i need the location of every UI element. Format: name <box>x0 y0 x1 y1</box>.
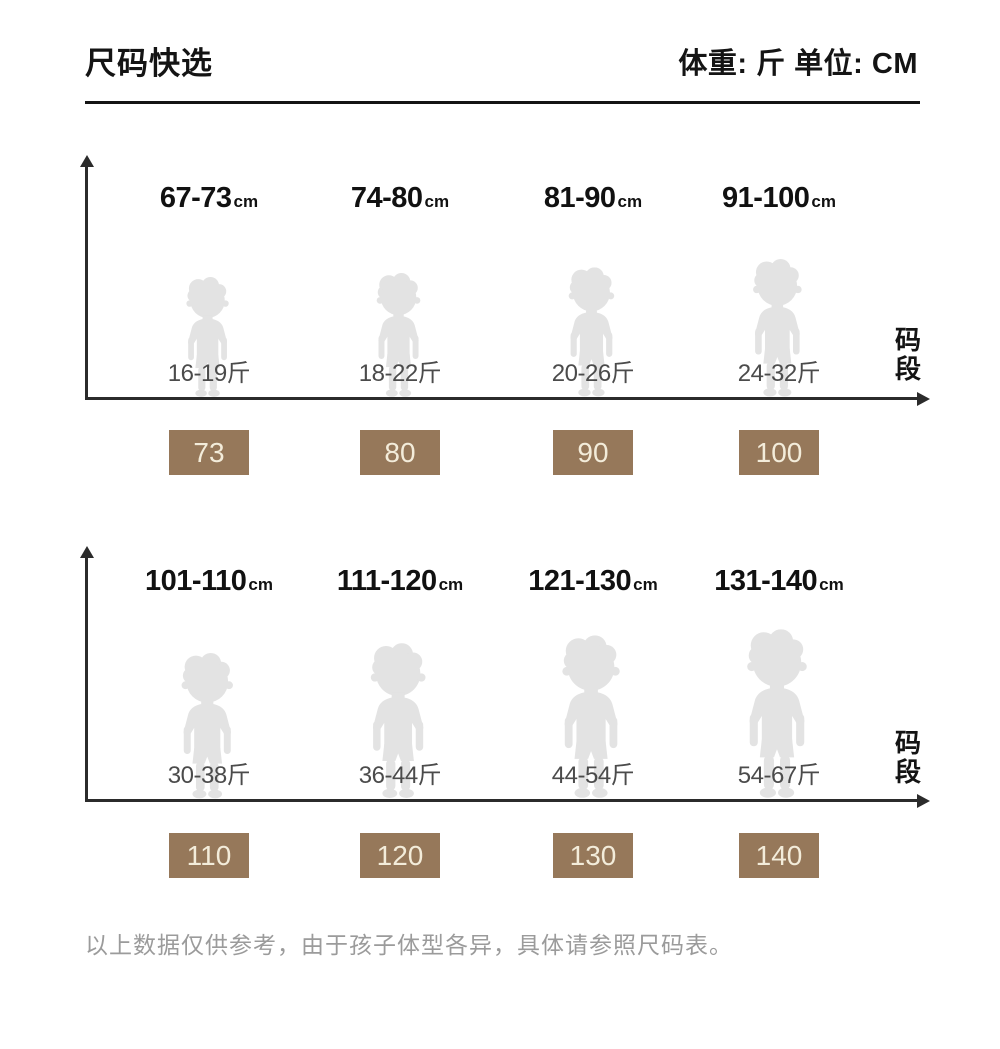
unit-note: 体重: 斤 单位: CM <box>678 48 918 80</box>
height-unit: cm <box>233 192 259 211</box>
height-unit: cm <box>438 575 464 594</box>
x-axis-label: 码段 <box>894 325 921 385</box>
height-unit: cm <box>811 192 836 211</box>
size-badge[interactable]: 120 <box>360 833 440 878</box>
footer-note: 以上数据仅供参考，由于孩子体型各异，具体请参照尺码表。 <box>85 932 733 958</box>
size-badge[interactable]: 140 <box>739 833 819 878</box>
height-unit: cm <box>819 575 844 594</box>
weight-range-label: 30-38斤 <box>167 762 251 789</box>
weight-range-label: 24-32斤 <box>737 360 821 387</box>
size-badge[interactable]: 73 <box>169 430 249 475</box>
weight-range-label: 54-67斤 <box>737 762 821 789</box>
weight-range-label: 36-44斤 <box>358 762 442 789</box>
x-axis-arrow <box>85 391 930 406</box>
size-badge[interactable]: 80 <box>360 430 440 475</box>
x-axis-arrow <box>85 793 930 808</box>
size-badge[interactable]: 100 <box>739 430 819 475</box>
size-badge[interactable]: 90 <box>553 430 633 475</box>
size-badge[interactable]: 130 <box>553 833 633 878</box>
page-title: 尺码快选 <box>85 46 213 81</box>
x-axis-label: 码段 <box>894 728 921 788</box>
weight-range-label: 44-54斤 <box>551 762 635 789</box>
weight-range-label: 18-22斤 <box>358 360 442 387</box>
weight-range-label: 16-19斤 <box>167 360 251 387</box>
y-axis-arrow <box>79 155 94 399</box>
header-divider <box>85 101 920 104</box>
weight-range-label: 20-26斤 <box>551 360 635 387</box>
height-unit: cm <box>424 192 450 211</box>
height-unit: cm <box>248 575 273 594</box>
size-badge[interactable]: 110 <box>169 833 249 878</box>
y-axis-arrow <box>79 546 94 801</box>
height-unit: cm <box>633 575 658 594</box>
height-unit: cm <box>617 192 643 211</box>
